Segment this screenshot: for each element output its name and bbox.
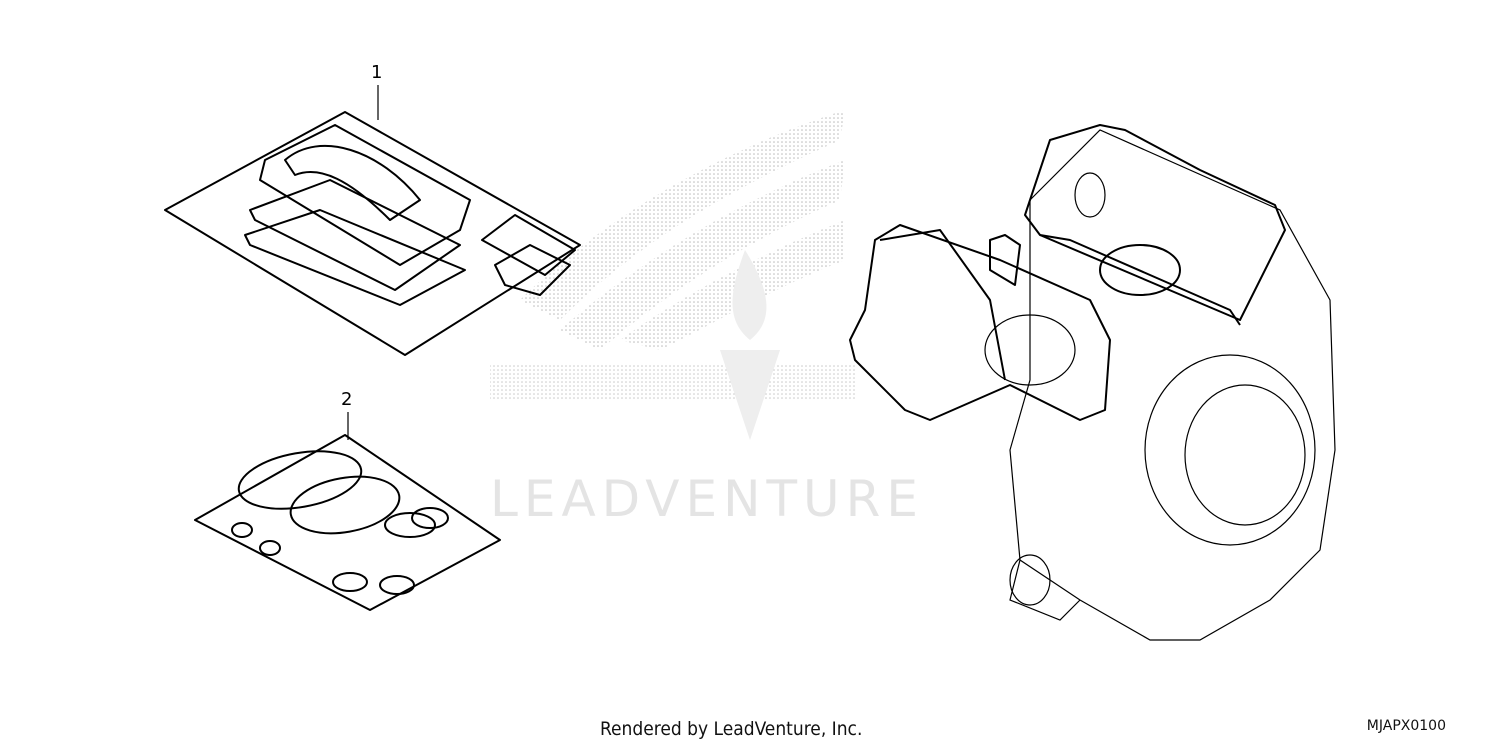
rendered-by-credit: Rendered by LeadVenture, Inc. bbox=[600, 718, 863, 740]
engine-illustration bbox=[849, 124, 1336, 641]
callout-1[interactable]: 1 bbox=[371, 62, 383, 83]
gasket-kit-2[interactable] bbox=[194, 412, 501, 611]
gasket-kit-1[interactable] bbox=[164, 85, 581, 356]
watermark-text: LEADVENTURE bbox=[490, 470, 924, 528]
honda-logo-watermark bbox=[490, 110, 855, 440]
callout-2[interactable]: 2 bbox=[341, 389, 353, 410]
diagram-code: MJAPX0100 bbox=[1366, 718, 1446, 734]
